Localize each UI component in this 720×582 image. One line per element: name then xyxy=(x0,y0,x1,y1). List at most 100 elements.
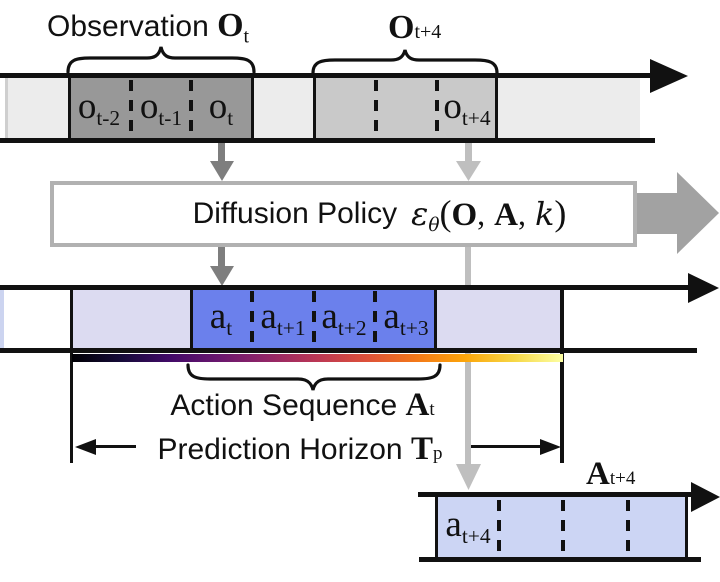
action-sequence-label: Action Sequence At xyxy=(145,387,460,424)
comma: , xyxy=(477,196,486,233)
prediction-horizon-sub: p xyxy=(432,443,443,464)
action-cell-divider xyxy=(312,291,316,347)
action-sequence-text: Action Sequence xyxy=(170,389,398,422)
action-cell-divider xyxy=(250,291,254,347)
obs-cell-base: o xyxy=(77,86,97,127)
observation-cell-divider xyxy=(189,80,193,136)
action-timeline-arrowhead-icon xyxy=(688,273,719,303)
action-cell-base: a xyxy=(383,296,400,337)
obs-cell-base: o xyxy=(139,86,159,127)
observation-heading: Observation Ot xyxy=(47,7,249,48)
horizon-left-arrowhead-icon xyxy=(75,439,96,455)
action-cell-label: at+1 xyxy=(252,295,314,341)
next-timeline-top-line xyxy=(418,492,694,497)
obs-arg-symbol: O xyxy=(451,197,478,234)
obs-cell-sub: t+4 xyxy=(461,105,491,130)
next-timeline-arrowhead-icon xyxy=(691,482,720,512)
observation-symbol-sub: t xyxy=(243,25,250,48)
paren-close: ) xyxy=(554,193,567,234)
obs-cell-label: ot-1 xyxy=(130,85,192,131)
action-cell-base: a xyxy=(260,296,277,337)
policy-to-action-arrow-shaft xyxy=(218,247,225,268)
obs-cell-sub: t xyxy=(227,105,234,130)
prediction-horizon-label: Prediction Horizon Tp xyxy=(135,431,465,468)
prediction-horizon-text: Prediction Horizon xyxy=(157,433,403,466)
future-observation-cell-divider xyxy=(435,80,439,136)
action-cell-divider xyxy=(373,291,377,347)
future-pass-arrowhead-icon xyxy=(456,464,481,490)
policy-to-action-arrowhead-icon xyxy=(210,266,234,286)
next-action-cell-divider xyxy=(561,500,565,555)
next-timeline-bottom-line xyxy=(419,557,701,562)
future-observation-heading: Ot+4 xyxy=(388,9,441,47)
observation-brace xyxy=(66,46,256,74)
obs-cell-base: o xyxy=(208,86,228,127)
diffusion-policy-box: Diffusion Policy εθ(O,A,k) xyxy=(50,181,637,247)
obs-cell-label: ot-2 xyxy=(68,85,130,131)
future-observation-window-box xyxy=(313,75,498,141)
horizon-right-boundary-line xyxy=(560,287,564,463)
future-observation-symbol-sub: t+4 xyxy=(414,21,442,43)
action-band-left-edge xyxy=(0,290,4,348)
action-cell-sub: t+3 xyxy=(399,315,429,340)
observation-timeline-bottom-line xyxy=(0,138,655,143)
policy-output-arrow-shaft xyxy=(637,193,678,234)
action-cell-sub: t+2 xyxy=(337,315,367,340)
action-cell-label: at+3 xyxy=(375,295,437,341)
obs-to-policy-arrow-shaft xyxy=(218,143,225,163)
next-action-heading: At+4 xyxy=(586,456,635,493)
future-obs-to-policy-arrowhead-icon xyxy=(456,161,481,181)
action-cell-label: at+2 xyxy=(313,295,375,341)
action-cell-base: a xyxy=(321,296,338,337)
observation-symbol: O xyxy=(217,7,244,44)
prediction-horizon-symbol: T xyxy=(410,431,433,467)
obs-cell-sub: t-1 xyxy=(158,105,183,130)
horizon-left-boundary-line xyxy=(70,287,73,463)
next-action-cell-divider xyxy=(626,500,630,555)
denoising-gradient-strip xyxy=(72,354,563,362)
obs-cell-base: o xyxy=(443,86,462,127)
next-action-sub: t+4 xyxy=(609,468,636,489)
next-action-cell-sub: t+4 xyxy=(461,523,491,548)
comma: , xyxy=(518,196,526,233)
theta-subscript: θ xyxy=(428,214,440,236)
policy-output-arrowhead-icon xyxy=(677,172,719,254)
action-context-box-left xyxy=(71,285,190,353)
observation-band-left-edge xyxy=(5,78,8,138)
next-action-symbol: A xyxy=(586,456,610,492)
future-observation-cell-divider xyxy=(374,80,378,136)
obs-cell-sub: t-2 xyxy=(96,105,121,130)
action-context-box-right xyxy=(437,285,563,353)
horizon-right-arrowhead-icon xyxy=(540,439,561,455)
observation-timeline-arrowhead-icon xyxy=(650,59,688,93)
action-sequence-symbol: A xyxy=(405,387,430,423)
action-cell-label: at xyxy=(190,295,252,341)
observation-timeline-top-line xyxy=(0,73,655,78)
action-arg-symbol: A xyxy=(494,197,518,234)
action-cell-sub: t xyxy=(226,315,233,340)
future-obs-cell-label: ot+4 xyxy=(436,85,498,131)
horizon-left-arrow-line xyxy=(94,445,136,448)
paren-open: ( xyxy=(439,193,452,234)
diffusion-policy-label: Diffusion Policy xyxy=(192,197,398,230)
future-observation-symbol: O xyxy=(388,9,415,46)
action-timeline-bottom-line xyxy=(0,348,697,353)
diffusion-policy-equation: εθ(O,A,k) xyxy=(411,192,566,236)
action-cell-sub: t+1 xyxy=(276,315,306,340)
action-timeline-top-line xyxy=(0,285,693,290)
horizon-right-arrow-line xyxy=(466,445,541,448)
observation-heading-text: Observation xyxy=(47,10,209,43)
future-observation-brace xyxy=(311,49,499,75)
obs-cell-label: ot xyxy=(190,85,252,131)
obs-to-policy-arrowhead-icon xyxy=(210,161,234,181)
next-action-cell-label: at+4 xyxy=(437,503,499,549)
action-cell-base: a xyxy=(209,296,227,337)
action-sequence-sub: t xyxy=(429,399,435,420)
future-obs-to-policy-arrow-shaft xyxy=(465,143,472,163)
next-action-cell-base: a xyxy=(445,504,462,545)
epsilon-symbol: ε xyxy=(411,195,429,234)
next-action-cell-divider xyxy=(497,500,501,555)
k-arg-symbol: k xyxy=(535,195,555,234)
observation-cell-divider xyxy=(129,80,133,136)
